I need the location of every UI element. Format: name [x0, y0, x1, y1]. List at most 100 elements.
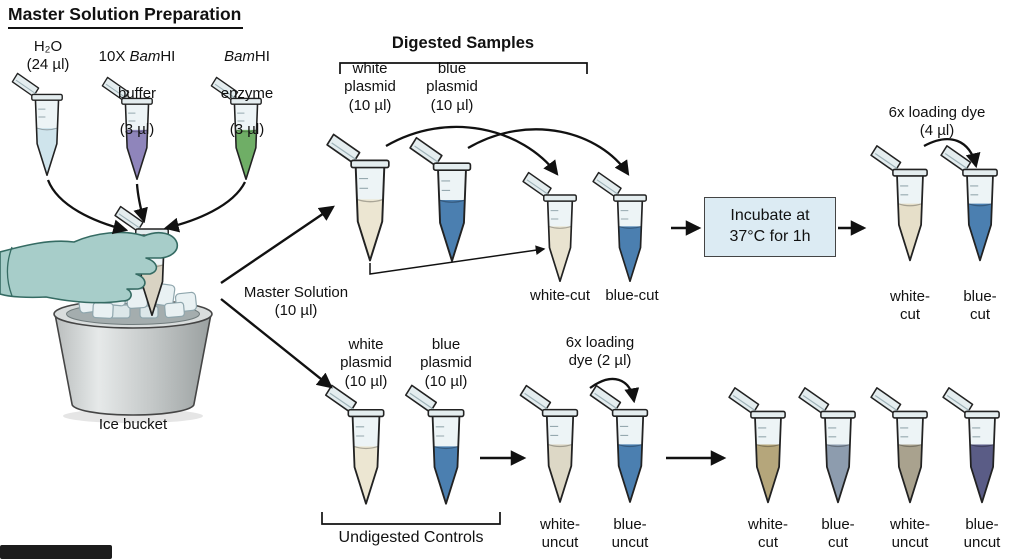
liquid-surface: [433, 445, 459, 450]
buffer-label-line2: buffer: [117, 84, 157, 102]
tube-graduations: [620, 210, 629, 220]
tube-rim: [611, 408, 649, 417]
liquid-surface: [825, 443, 851, 448]
tube-rim: [427, 408, 465, 418]
tube-cap-line: [594, 392, 618, 410]
final-blue-cut-tube: [798, 387, 856, 504]
tube-cap-line: [946, 395, 970, 412]
liquid-surface: [897, 443, 923, 448]
tube-liquid: [235, 129, 257, 180]
tube-cap-line: [105, 83, 127, 99]
tube-liquid: [970, 444, 994, 503]
tube-rim: [347, 408, 385, 418]
tube-layer: [11, 72, 1000, 505]
tube-rim: [962, 168, 998, 177]
tube-cap-line: [15, 79, 37, 95]
arrows: [46, 62, 981, 525]
gene-name-italic: Bam: [129, 48, 161, 66]
tube-graduations: [38, 108, 46, 118]
tube-rim: [820, 410, 856, 419]
final-blue-uncut-tube: [942, 387, 1000, 504]
tube-rim: [892, 410, 928, 419]
blue-plasmid-label: blue plasmid (10 µl): [426, 60, 478, 114]
tube-cap-line: [526, 179, 549, 195]
liquid-surface: [438, 199, 466, 203]
tube-liquid: [439, 199, 465, 261]
liquid-surface: [618, 225, 642, 229]
tube-graduations: [435, 426, 445, 437]
tube-liquid: [548, 226, 572, 282]
gene-name-italic: Bam: [224, 48, 255, 66]
liquid-surface: [969, 443, 995, 448]
final-blue-uncut-label: blue- uncut: [963, 516, 1001, 552]
tube-liquid: [36, 128, 58, 176]
liquid-surface: [356, 198, 384, 203]
blue-plasmid-tube: [409, 136, 472, 262]
bracket-undigested: [321, 512, 501, 525]
arrow-master-to-controls: [220, 298, 333, 389]
tube-cap-line: [802, 395, 826, 412]
white-cut-label: white-cut: [529, 287, 591, 304]
bucket-body: [54, 313, 212, 416]
blue-cut-tube: [592, 171, 647, 283]
page-title: Master Solution Preparation: [8, 4, 244, 29]
arrow-buffer-to-master: [133, 183, 148, 224]
tube-liquid: [140, 264, 164, 316]
tube-rim: [543, 194, 577, 202]
blue-uncut-label: blue- uncut: [611, 516, 649, 552]
gloved-hand: [0, 231, 179, 304]
blue-plasmid-control-label: blue plasmid (10 µl): [420, 336, 472, 390]
white-plasmid-label: white plasmid (10 µl): [344, 60, 396, 114]
tube-liquid: [356, 199, 384, 261]
enzyme-label-line3: (3 µl): [229, 121, 265, 139]
tube-liquid: [433, 446, 459, 504]
tube-graduations: [900, 185, 909, 196]
tube-rim: [350, 159, 390, 169]
white-cut-tube: [522, 171, 577, 283]
blue-cut-label: blue-cut: [605, 287, 659, 304]
ice-bucket-label: Ice bucket: [98, 416, 168, 433]
tube-rim: [121, 97, 153, 105]
glove-cuff-line: [6, 246, 13, 297]
tube-rim: [230, 97, 262, 105]
tube-cap-line: [524, 392, 548, 410]
tube-cap-line: [118, 213, 141, 229]
tube-cap-line: [874, 395, 898, 412]
tube-liquid: [547, 444, 573, 502]
liquid-surface: [235, 129, 257, 133]
tube-rim: [541, 408, 579, 417]
final-white-uncut-tube: [870, 387, 928, 504]
buffer-label-line1: 10X BamHI: [98, 48, 176, 66]
tube-graduations: [359, 178, 369, 189]
tube-graduations: [355, 426, 365, 437]
tube-graduations: [128, 112, 136, 122]
white-cut-dye-label: white- cut: [889, 288, 930, 324]
arrow-water-to-master: [46, 179, 129, 235]
tube-cap-line: [331, 142, 357, 161]
loading-dye-2ul-label: 6x loading dye (2 µl): [565, 334, 635, 370]
tube-graduations: [550, 210, 559, 220]
tube-graduations: [828, 427, 837, 438]
enzyme-label: BamHI enzyme (3 µl): [198, 30, 296, 158]
enzyme-label-line1: BamHI: [224, 48, 270, 66]
liquid-surface: [548, 225, 572, 229]
tube-liquid: [898, 444, 922, 503]
white-plasmid-control-tube: [324, 384, 385, 505]
tube-cap-line: [409, 392, 434, 410]
liquid-surface: [353, 445, 379, 450]
blue-uncut-tube: [589, 384, 649, 503]
tube-liquid: [898, 203, 922, 261]
tube-cap-line: [329, 392, 354, 410]
tube-cap-line: [732, 395, 756, 412]
tube-liquid: [968, 203, 992, 261]
tube-cap-line: [596, 179, 619, 195]
tube-graduations: [900, 427, 909, 438]
tube-rim: [964, 410, 1000, 419]
white-cut-dye-tube: [870, 145, 928, 262]
blue-cut-dye-label: blue- cut: [963, 288, 997, 324]
digested-samples-title: Digested Samples: [391, 34, 535, 52]
arrow-enzyme-to-master: [163, 181, 247, 233]
h2o-label: H₂O (24 µl): [26, 38, 70, 74]
